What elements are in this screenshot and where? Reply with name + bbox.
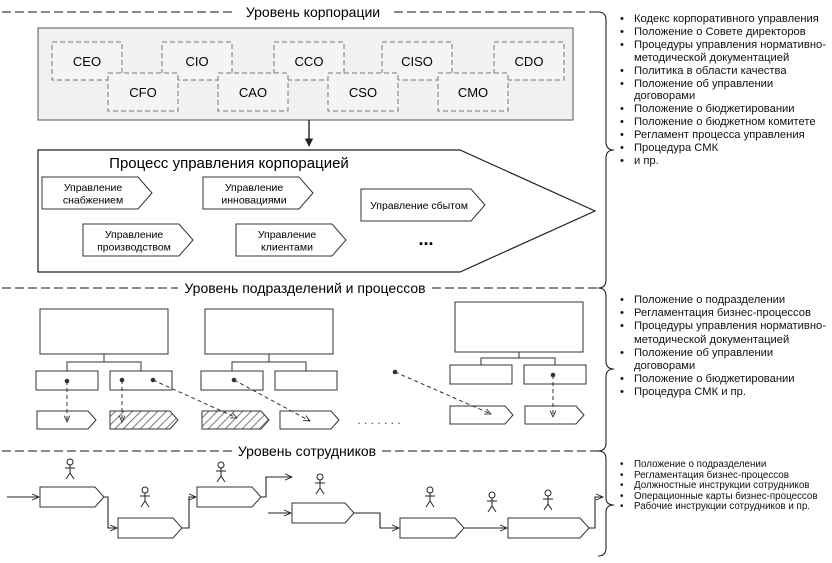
corp-documents-list: Кодекс корпоративного управления Положен… [612, 13, 826, 168]
exec-chip-label: CIO [185, 54, 208, 69]
dept-dependency-arrows [67, 371, 553, 422]
employee-icon [487, 491, 497, 513]
dept-doc-item: Процедуры управления нормативно-методиче… [612, 320, 826, 346]
corp-doc-item: Положение о бюджетировании [612, 103, 826, 116]
emp-documents-list: Положение о подразделении Регламентация … [612, 459, 826, 513]
corp-doc-item: Положение об управлении договорами [612, 78, 826, 104]
employee-figures [65, 458, 553, 513]
dept-level-title: Уровень подразделений и процессов [184, 280, 425, 296]
corp-doc-item: Процедура СМК [612, 142, 826, 155]
dept-unit-2 [204, 308, 334, 355]
employee-icon [216, 461, 226, 483]
emp-doc-item: Рабочие инструкции сотрудников и пр. [612, 502, 826, 513]
dept-doc-item: Положение об управлении договорами [612, 347, 826, 373]
exec-chip-label: CCO [295, 54, 324, 69]
dept-doc-item: Процедура СМК и пр. [612, 386, 826, 399]
governance-title: Процесс управления корпорацией [109, 155, 349, 172]
exec-chip-label: CAO [239, 85, 267, 100]
exec-chip-bottom: CAO [217, 72, 289, 112]
exec-chip-label: CFO [129, 85, 156, 100]
governance-process: Управление сбытом [360, 188, 486, 222]
corp-doc-item: Положение о бюджетном комитете [612, 116, 826, 129]
corp-doc-item: Кодекс корпоративного управления [612, 13, 826, 26]
level-separators [2, 11, 602, 452]
exec-chip-label: CISO [401, 54, 433, 69]
dept-structure [35, 301, 587, 391]
dept-doc-item: Регламентация бизнес-процессов [612, 307, 826, 320]
employee-icon [543, 489, 553, 511]
corp-doc-item: Регламент процесса управления [612, 129, 826, 142]
emp-doc-item: Положение о подразделении [612, 459, 826, 471]
emp-doc-item: Регламентация бизнес-процессов [612, 470, 826, 482]
emp-level-title: Уровень сотрудников [238, 443, 376, 459]
exec-chip-label: CMO [458, 85, 488, 100]
employee-flow-arrows [7, 477, 603, 528]
employee-process-flow [39, 486, 590, 539]
corp-doc-item: Положение о Совете директоров [612, 26, 826, 39]
employee-icon [65, 458, 75, 480]
dept-connectors [66, 352, 556, 371]
executive-row-bottom: CFO CAO CSO CMO [107, 72, 509, 112]
governance-more: ... [418, 229, 433, 249]
dept-doc-item: Положение о бюджетировании [612, 373, 826, 386]
exec-chip-label: CSO [349, 85, 377, 100]
dept-dots-markers [64, 369, 556, 384]
exec-chip-bottom: CSO [327, 72, 399, 112]
dept-unit-3 [454, 301, 584, 353]
employee-icon [315, 473, 325, 495]
governance-process-label: Управление сбытом [370, 200, 468, 212]
dept-doc-item: Положение о подразделении [612, 294, 826, 307]
emp-doc-item: Должностные инструкции сотрудников [612, 481, 826, 492]
corp-doc-item: Процедуры управления нормативно-методиче… [612, 39, 826, 65]
employee-icon [425, 486, 435, 508]
dept-documents-list: Положение о подразделении Регламентация … [612, 294, 826, 400]
corp-doc-item: и пр. [612, 155, 826, 168]
dept-process-arrows [36, 405, 585, 430]
dept-unit-1 [39, 308, 169, 355]
dept-subunit-2b [274, 370, 338, 391]
dept-subunit-1b [109, 370, 173, 391]
dept-ellipsis: . . . . . . . [357, 413, 400, 427]
exec-chip-bottom: CMO [437, 72, 509, 112]
exec-chip-bottom: CFO [107, 72, 179, 112]
corp-doc-item: Политика в области качества [612, 65, 826, 78]
exec-chip-label: CEO [73, 54, 101, 69]
employee-icon [140, 486, 150, 508]
corp-level-title: Уровень корпорации [246, 4, 380, 20]
emp-doc-item: Операционные карты бизнес-процессов [612, 491, 826, 503]
dept-subunit-3a [449, 364, 513, 385]
exec-chip-label: CDO [515, 54, 544, 69]
